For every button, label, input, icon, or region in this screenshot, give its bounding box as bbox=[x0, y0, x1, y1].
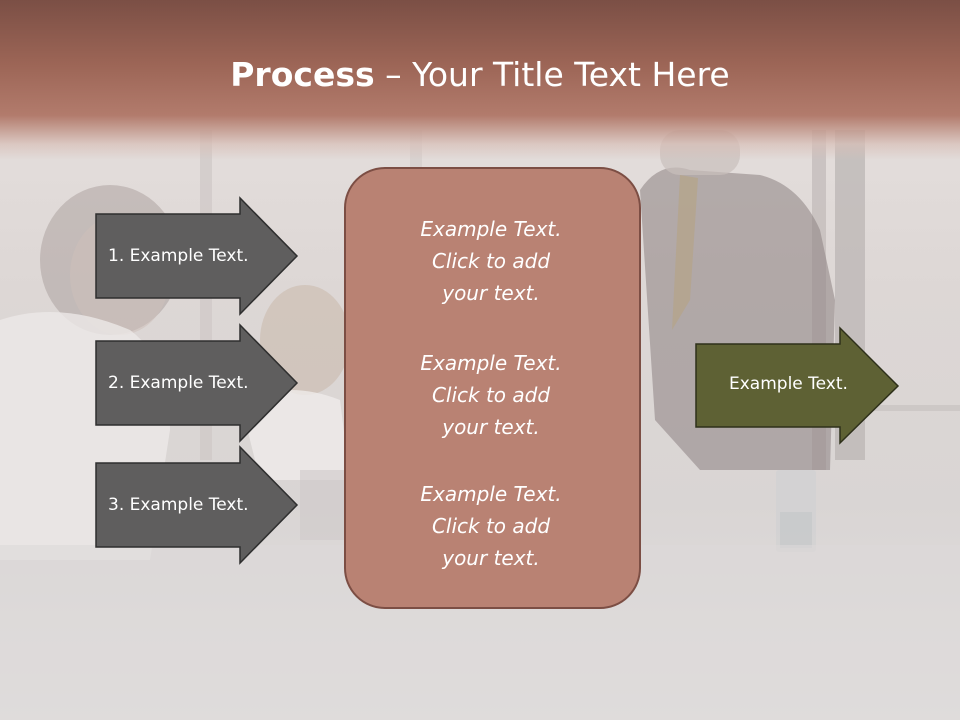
left-arrow-1-label: 1. Example Text. bbox=[108, 246, 249, 266]
left-arrow-2-label: 2. Example Text. bbox=[108, 373, 249, 393]
center-text-line: Example Text. bbox=[420, 351, 562, 375]
title-bold: Process bbox=[230, 55, 375, 94]
center-text-line: your text. bbox=[442, 281, 540, 305]
center-text-block-3: Example Text. Click to add your text. bbox=[360, 478, 622, 574]
center-text-line: Example Text. bbox=[420, 217, 562, 241]
right-arrow-label: Example Text. bbox=[729, 374, 848, 394]
center-text-line: Example Text. bbox=[420, 482, 562, 506]
title-dash: – bbox=[374, 55, 413, 94]
right-arrow[interactable] bbox=[695, 326, 900, 445]
center-text-block-1: Example Text. Click to add your text. bbox=[360, 213, 622, 309]
left-arrow-1[interactable] bbox=[95, 196, 299, 316]
center-text-line: Click to add bbox=[431, 249, 551, 273]
center-text-line: Click to add bbox=[431, 383, 551, 407]
left-arrow-3[interactable] bbox=[95, 445, 299, 565]
center-box[interactable] bbox=[344, 167, 641, 609]
center-text-line: your text. bbox=[442, 415, 540, 439]
center-text-line: your text. bbox=[442, 546, 540, 570]
slide-title[interactable]: Process – Your Title Text Here bbox=[0, 54, 960, 96]
title-rest: Your Title Text Here bbox=[412, 55, 730, 94]
center-text-block-2: Example Text. Click to add your text. bbox=[360, 347, 622, 443]
left-arrow-2[interactable] bbox=[95, 323, 299, 443]
center-text-line: Click to add bbox=[431, 514, 551, 538]
left-arrow-3-label: 3. Example Text. bbox=[108, 495, 249, 515]
title-bar bbox=[0, 0, 960, 160]
